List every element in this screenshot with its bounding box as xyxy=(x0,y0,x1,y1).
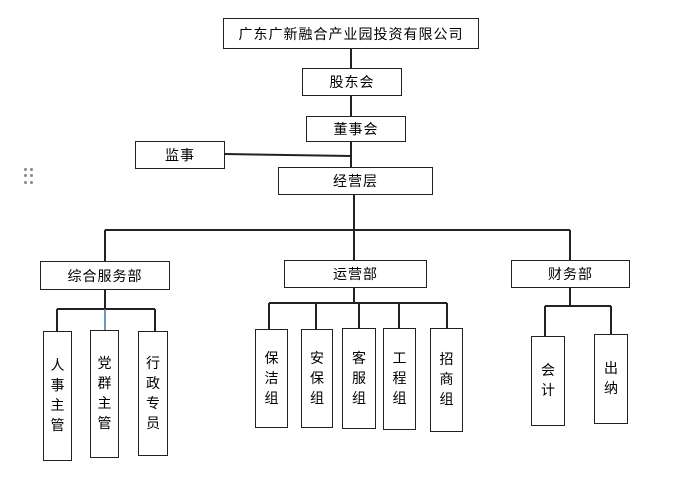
unit-leasing-box: 招商组 xyxy=(430,328,463,432)
unit-accounting-box: 会计 xyxy=(531,336,565,426)
unit-party-box: 党群主管 xyxy=(90,330,119,458)
unit-label: 人事主管 xyxy=(50,358,65,434)
unit-label: 行政专员 xyxy=(146,355,160,432)
management-box: 经营层 xyxy=(278,167,433,195)
unit-cleaning-box: 保洁组 xyxy=(255,329,288,428)
unit-label: 客服组 xyxy=(352,350,366,407)
unit-cashier-box: 出纳 xyxy=(594,334,628,424)
shareholders-box: 股东会 xyxy=(302,68,402,96)
unit-hr-box: 人事主管 xyxy=(43,331,72,461)
company-box: 广东广新融合产业园投资有限公司 xyxy=(223,18,479,49)
unit-security-box: 安保组 xyxy=(301,329,333,428)
unit-engineering-box: 工程组 xyxy=(383,328,416,430)
unit-admin-box: 行政专员 xyxy=(138,331,168,456)
unit-service-box: 客服组 xyxy=(342,328,376,429)
unit-label: 工程组 xyxy=(392,351,407,407)
unit-label: 党群主管 xyxy=(97,356,112,432)
drag-handle-icon[interactable] xyxy=(24,168,36,184)
unit-label: 会计 xyxy=(541,363,555,399)
unit-label: 出纳 xyxy=(604,361,618,397)
supervisor-box: 监事 xyxy=(135,141,225,169)
dept-general-box: 综合服务部 xyxy=(40,261,170,290)
unit-label: 安保组 xyxy=(310,350,324,407)
unit-label: 招商组 xyxy=(439,352,454,408)
board-box: 董事会 xyxy=(306,116,406,142)
dept-finance-box: 财务部 xyxy=(511,260,630,288)
unit-label: 保洁组 xyxy=(264,350,279,407)
dept-operations-box: 运营部 xyxy=(284,260,427,288)
